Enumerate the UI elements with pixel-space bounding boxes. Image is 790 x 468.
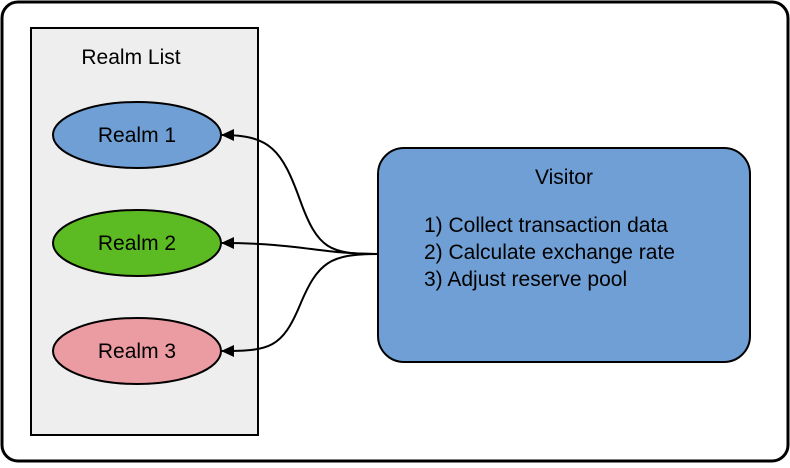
visitor-step-1: 1) Collect transaction data (424, 214, 668, 237)
realm-3-node (52, 317, 222, 385)
visitor-title: Visitor (535, 166, 593, 189)
realm-1-label: Realm 1 (98, 124, 176, 147)
arrow-visitor-to-realm-3 (221, 253, 379, 357)
visitor-step-2: 2) Calculate exchange rate (424, 241, 675, 264)
realm-2-label: Realm 2 (98, 232, 176, 255)
visitor-step-3: 3) Adjust reserve pool (424, 268, 627, 291)
realm-1-node (52, 101, 222, 169)
realm-list-title: Realm List (81, 46, 180, 69)
realm-2-node (52, 209, 222, 277)
realm-3-label: Realm 3 (98, 340, 176, 363)
arrow-visitor-to-realm-2 (221, 237, 379, 255)
